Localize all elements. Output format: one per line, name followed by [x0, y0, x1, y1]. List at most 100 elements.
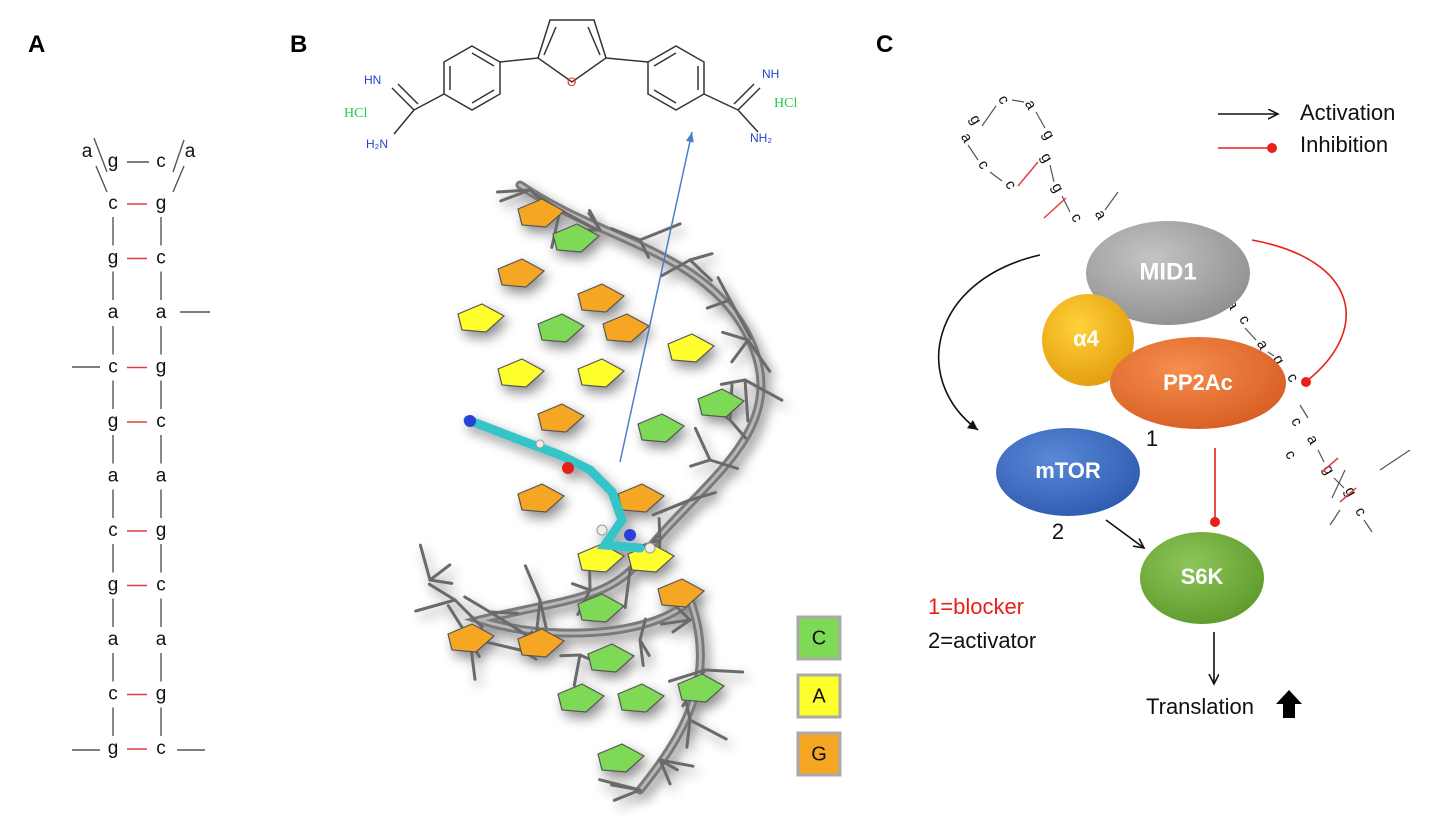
stem-nt-left: g	[108, 575, 119, 596]
rna-base	[602, 313, 651, 343]
furan-oxygen: O	[567, 75, 576, 89]
rna-base	[497, 258, 546, 288]
panel-c: C Activation Inhibition gcagaccggcaacagc…	[876, 31, 1411, 719]
rna-stick	[728, 418, 748, 440]
rna-stick	[488, 610, 519, 615]
rna-base	[677, 673, 726, 703]
rna-stick	[558, 208, 598, 231]
loop-nt-a-right: a	[185, 141, 196, 162]
stem-nt-right: c	[156, 248, 166, 269]
node-pp2ac	[1110, 337, 1286, 429]
loop-nt-a-left: a	[82, 141, 93, 162]
amidine-nh-right: NH	[762, 67, 779, 81]
stem-nt-right: g	[156, 684, 167, 705]
edge-mtor-activates-s6k	[1105, 519, 1144, 548]
key-activator: 2=activator	[928, 628, 1036, 653]
rna-stick	[728, 298, 753, 340]
bound-ligand	[463, 415, 656, 554]
pathway-rna-nt: c	[1235, 312, 1254, 327]
stem-nt-right: a	[156, 302, 167, 323]
hcl-left: HCl	[344, 106, 367, 121]
rna-stick	[703, 668, 745, 674]
rna-stick	[716, 276, 732, 302]
edge-pp2ac-inhibits-s6k-dot	[1210, 517, 1220, 527]
pathway-rna-nt: c	[1351, 504, 1370, 519]
rna-stick	[719, 378, 747, 386]
pathway-rna-nt: g	[1037, 150, 1056, 166]
rna-base	[577, 593, 626, 623]
pathway-rna-nt: c	[994, 92, 1013, 107]
stem-nt-left: g	[108, 411, 119, 432]
pathway-rna-backbone	[981, 105, 997, 127]
pathway-rna-nt: g	[1048, 180, 1067, 196]
rna-stick	[674, 604, 692, 622]
pathway-rna-backbone	[1061, 195, 1071, 213]
rna-stick	[588, 209, 602, 232]
pathway-rna-backbone	[1035, 111, 1046, 129]
key-blocker: 1=blocker	[928, 594, 1024, 619]
rna-stick	[705, 298, 732, 310]
pathway-rna-backbone	[1299, 404, 1309, 419]
pathway-rna-backbone	[989, 171, 1003, 182]
pathway-rna-nt: c	[1287, 414, 1306, 429]
compound-structure	[391, 19, 761, 135]
rna-base	[697, 388, 746, 418]
rna-stick	[638, 617, 647, 642]
pathway-rna-nt: g	[1319, 462, 1338, 478]
stem-nt-right: g	[156, 193, 167, 214]
pathway-rna-backbone	[1363, 519, 1373, 533]
rna-stick	[610, 227, 642, 242]
legend-inhibition-dot	[1267, 143, 1277, 153]
stem-nt-left: g	[108, 738, 119, 759]
key-swatch-g	[796, 731, 842, 777]
key-letter-g: G	[811, 743, 827, 765]
key-letter-c: C	[812, 627, 826, 649]
rna-stick	[638, 238, 651, 259]
rna-base	[667, 333, 716, 363]
rna-base	[537, 313, 586, 343]
rna-stick	[657, 517, 662, 542]
pathway-rna-backbone	[967, 144, 979, 161]
rna-stick	[499, 188, 532, 203]
pathway-rna-pair	[1017, 161, 1039, 187]
rna-stick	[571, 582, 592, 592]
rna-base	[517, 198, 566, 228]
rna-base	[637, 413, 686, 443]
rna-stick	[559, 653, 582, 658]
ligand-pointer-arrow	[619, 131, 694, 463]
rna-3d-structure	[414, 180, 784, 802]
loop-nt-c: c	[156, 151, 166, 172]
rna-stick	[623, 568, 632, 610]
rna-base	[577, 358, 626, 388]
edge-mid1-inhibits-rna	[1251, 239, 1347, 381]
legend-activation-label: Activation	[1300, 100, 1395, 125]
pathway-rna-pair	[1043, 197, 1067, 219]
pathway-rna-nt: g	[1039, 127, 1058, 143]
stem-nt-right: a	[156, 466, 167, 487]
stem-nt-left: a	[108, 466, 119, 487]
pathway-rna-nt: a	[1091, 207, 1110, 223]
rna-stick	[688, 718, 728, 741]
rna-stick	[612, 788, 642, 802]
base-color-key: CAG	[796, 615, 842, 777]
node-s6k-label: S6K	[1181, 564, 1224, 589]
panel-b: B	[290, 19, 842, 802]
pathway-rna-backbone	[1329, 509, 1341, 526]
stem-nt-left: c	[108, 357, 118, 378]
pathway-rna-nt: c	[1283, 370, 1302, 385]
key-swatch-c	[796, 615, 842, 661]
rna-stick	[638, 638, 645, 667]
rna-stick	[671, 618, 692, 634]
stem-nt-right: g	[156, 357, 167, 378]
rna-stick	[730, 338, 750, 364]
pathway-rna-backbone	[1331, 469, 1346, 499]
site-number-one: 1	[1146, 426, 1158, 451]
rna-stick	[414, 598, 457, 613]
rna-stick	[480, 639, 522, 652]
rna-base	[557, 683, 606, 713]
rna-base	[537, 403, 586, 433]
rna-stick	[658, 758, 672, 786]
legend-inhibition-label: Inhibition	[1300, 132, 1388, 157]
pathway-rna-backbone	[1049, 164, 1055, 183]
